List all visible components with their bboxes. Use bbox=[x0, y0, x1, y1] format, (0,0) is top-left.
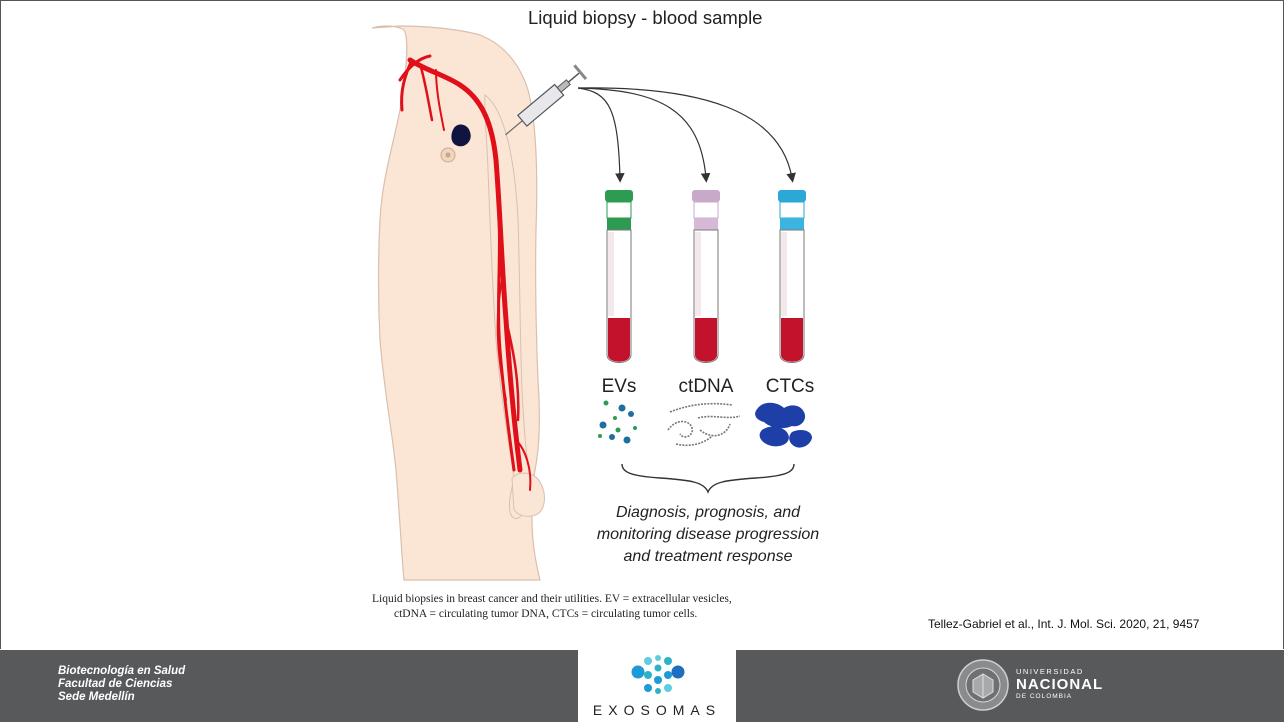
figure-caption: Liquid biopsies in breast cancer and the… bbox=[372, 592, 872, 622]
ctdna-fragments-illustration bbox=[668, 404, 740, 446]
exosomas-logo-icon bbox=[578, 650, 736, 700]
university-name-top: UNIVERSIDAD bbox=[1016, 667, 1103, 676]
tube-ctcs-cap bbox=[778, 190, 806, 202]
outcome-line-2: monitoring disease progression bbox=[597, 526, 819, 543]
liquid-biopsy-figure: Liquid biopsy - blood sample bbox=[0, 0, 1284, 650]
ev-particles-illustration bbox=[598, 401, 637, 444]
tube-evs-cap bbox=[605, 190, 633, 202]
tube-label-ctdna: ctDNA bbox=[679, 376, 734, 397]
exosomas-logo: EXOSOMAS bbox=[578, 650, 736, 722]
university-seal-icon bbox=[955, 656, 1011, 714]
slide: Liquid biopsy - blood sample bbox=[0, 0, 1284, 650]
tube-evs bbox=[605, 190, 633, 363]
university-name-main: NACIONAL bbox=[1016, 676, 1103, 693]
tube-label-evs: EVs bbox=[602, 376, 637, 397]
university-name: UNIVERSIDAD NACIONAL DE COLOMBIA bbox=[1016, 667, 1103, 700]
outcome-line-3: and treatment response bbox=[624, 548, 793, 565]
hand-illustration bbox=[512, 473, 545, 516]
university-name-bottom: DE COLOMBIA bbox=[1016, 693, 1103, 700]
caption-line-2: ctDNA = circulating tumor DNA, CTCs = ci… bbox=[372, 607, 872, 622]
tumor-illustration bbox=[451, 125, 470, 147]
ctc-cells-illustration bbox=[755, 403, 812, 448]
branch-arrows bbox=[578, 88, 792, 178]
outcome-line-1: Diagnosis, prognosis, and bbox=[616, 504, 801, 521]
tube-ctdna-cap bbox=[692, 190, 720, 202]
footer-line-1: Biotecnología en Salud bbox=[58, 665, 185, 678]
exosomas-logo-text: EXOSOMAS bbox=[578, 702, 736, 718]
footer-institution-text: Biotecnología en Salud Facultad de Cienc… bbox=[58, 665, 185, 704]
caption-line-1: Liquid biopsies in breast cancer and the… bbox=[372, 593, 732, 605]
tube-label-ctcs: CTCs bbox=[766, 376, 815, 397]
convergence-brace bbox=[622, 464, 794, 492]
footer-line-3: Sede Medellín bbox=[58, 691, 185, 704]
tube-ctcs bbox=[778, 190, 806, 363]
tube-ctdna bbox=[692, 190, 720, 363]
footer-line-2: Facultad de Ciencias bbox=[58, 678, 185, 691]
citation: Tellez-Gabriel et al., Int. J. Mol. Sci.… bbox=[928, 617, 1199, 631]
figure-title: Liquid biopsy - blood sample bbox=[528, 7, 762, 28]
